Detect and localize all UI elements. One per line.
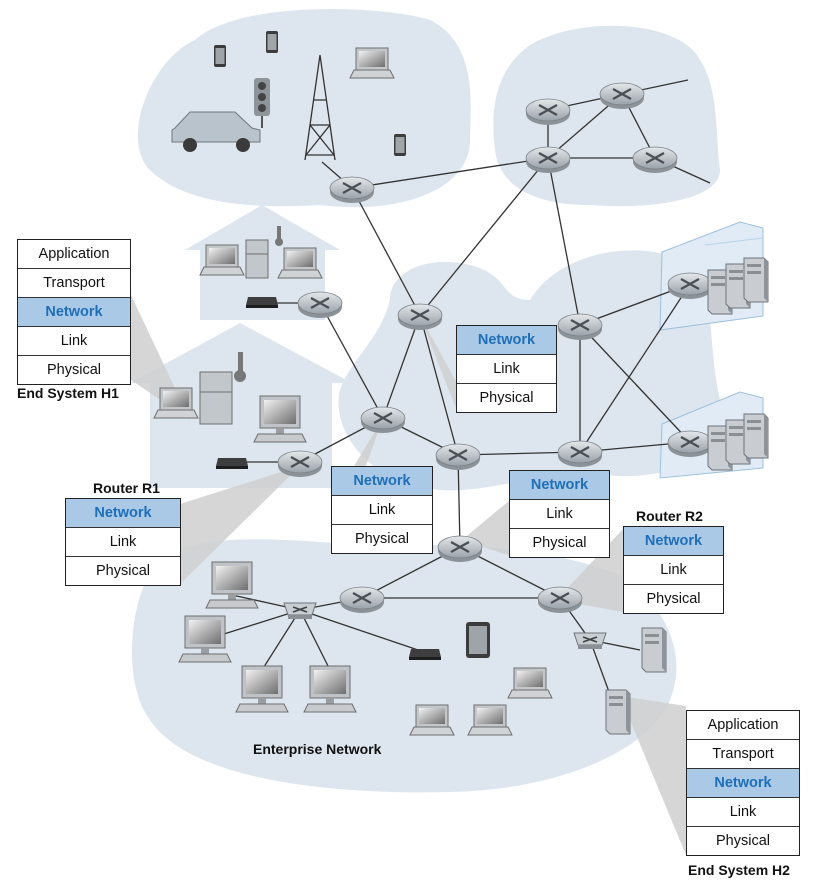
laptop-icon <box>277 247 323 279</box>
protocol-stack-router-r2: Network Link Physical <box>623 526 724 614</box>
protocol-stack-router-c: Network Link Physical <box>509 470 610 558</box>
layer-physical: Physical <box>47 362 101 378</box>
desktop-computer-icon <box>205 561 259 609</box>
router-core-left <box>359 405 407 435</box>
layer-link: Link <box>18 327 130 356</box>
server-icon <box>605 689 631 735</box>
laptop-icon <box>153 387 199 419</box>
layer-network: Network <box>510 471 609 500</box>
switch-enterprise-left <box>283 602 317 620</box>
home-network-lower <box>130 323 352 488</box>
desktop-computer-icon <box>178 615 232 663</box>
router-core-right-bottom <box>556 439 604 469</box>
router-datacenter-upper <box>666 271 714 301</box>
thermometer-icon <box>275 226 283 246</box>
layer-physical: Physical <box>716 833 770 849</box>
router-mobile-gateway <box>328 175 376 205</box>
layer-physical: Physical <box>355 531 409 547</box>
router-enterprise-top <box>436 534 484 564</box>
laptop-icon <box>467 704 513 736</box>
layer-network: Network <box>18 298 130 327</box>
layer-link: Link <box>624 556 723 585</box>
router-core-top <box>396 302 444 332</box>
laptop-icon <box>507 667 553 699</box>
car-icon <box>171 111 261 152</box>
layer-transport: Transport <box>18 269 130 298</box>
router-enterprise-left <box>338 585 386 615</box>
layer-physical: Physical <box>96 563 150 579</box>
protocol-stack-router-a: Network Link Physical <box>331 466 433 554</box>
protocol-stack-end-system-h2: Application Transport Network Link Physi… <box>686 710 800 856</box>
layer-link: Link <box>66 528 180 557</box>
modem-icon <box>216 458 248 469</box>
switch-enterprise-right <box>573 632 607 650</box>
protocol-stack-router-b: Network Link Physical <box>456 325 557 413</box>
enterprise-network-label: Enterprise Network <box>253 741 382 757</box>
router-isp-c <box>524 145 572 175</box>
layer-physical: Physical <box>479 390 534 406</box>
laptop-icon <box>199 244 245 276</box>
smartphone-icon <box>214 45 226 67</box>
desktop-computer-icon <box>253 395 307 443</box>
layer-network: Network <box>624 527 723 556</box>
router-core-right-top <box>556 312 604 342</box>
traffic-light-icon <box>254 78 270 128</box>
router-datacenter-lower <box>666 429 714 459</box>
router-isp-d <box>631 145 679 175</box>
desktop-computer-icon <box>235 665 289 713</box>
laptop-icon <box>409 704 455 736</box>
tablet-icon <box>466 622 490 658</box>
router-enterprise-right <box>536 585 584 615</box>
layer-link: Link <box>332 496 432 525</box>
end-system-h2-label: End System H2 <box>688 862 790 878</box>
router-isp-b <box>598 81 646 111</box>
refrigerator-icon <box>245 239 269 279</box>
protocol-stack-router-r1: Network Link Physical <box>65 498 181 586</box>
layer-link: Link <box>510 500 609 529</box>
cell-tower-icon <box>304 54 336 161</box>
laptop-icon <box>349 47 395 79</box>
layer-network: Network <box>457 326 556 355</box>
thermometer-icon <box>234 352 246 382</box>
router-isp-a <box>524 97 572 127</box>
layer-link: Link <box>457 355 556 384</box>
modem-icon <box>246 297 278 308</box>
end-system-h1-label: End System H1 <box>17 385 119 401</box>
layer-network: Network <box>332 467 432 496</box>
layer-physical: Physical <box>646 591 701 607</box>
modem-icon <box>409 649 441 660</box>
smartphone-icon <box>266 31 278 53</box>
desktop-computer-icon <box>303 665 357 713</box>
layer-transport: Transport <box>687 740 799 769</box>
layer-application: Application <box>18 240 130 269</box>
smartphone-icon <box>394 134 406 156</box>
server-icon <box>641 627 667 673</box>
layer-network: Network <box>687 769 799 798</box>
router-home-lower <box>276 449 324 479</box>
router-r1-label: Router R1 <box>93 480 160 496</box>
layer-network: Network <box>66 499 180 528</box>
router-r2-label: Router R2 <box>636 508 703 524</box>
router-core-center <box>434 442 482 472</box>
layer-link: Link <box>687 798 799 827</box>
router-home-upper <box>296 290 344 320</box>
refrigerator-icon <box>199 371 233 425</box>
layer-application: Application <box>687 711 799 740</box>
protocol-stack-end-system-h1: Application Transport Network Link Physi… <box>17 239 131 385</box>
layer-physical: Physical <box>532 535 587 551</box>
